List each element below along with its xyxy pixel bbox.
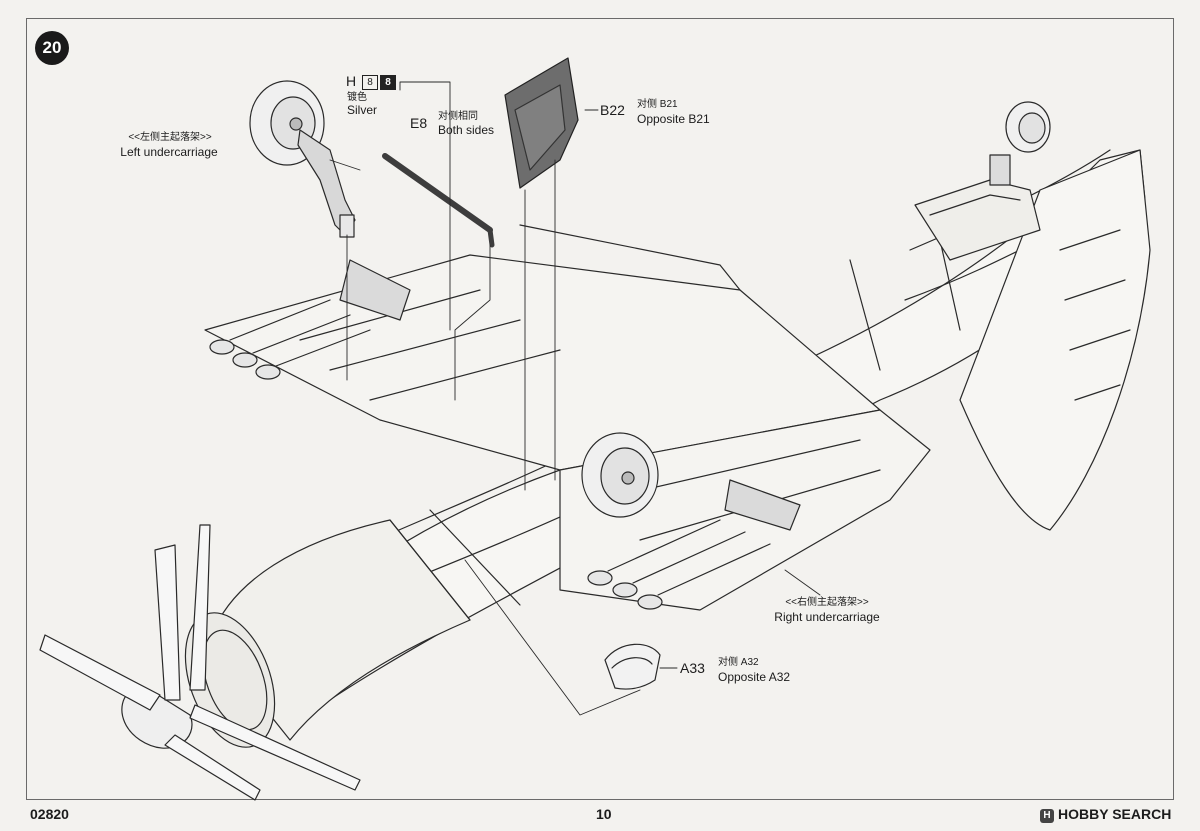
right-undercarriage-cn-label: <<右侧主起落架>> [785,597,869,608]
part-b22-en-label: Opposite B21 [637,112,710,126]
e8-strut-part [382,153,495,248]
b22-door-part [504,57,579,189]
brand-watermark: H HOBBY SEARCH [1040,806,1171,823]
part-h-cn-label: 镀色 [347,92,367,103]
cockpit [914,154,1041,261]
part-b22-code: B22 [600,102,625,118]
step-number-badge: 20 [35,31,69,65]
part-e8-code: E8 [410,115,428,131]
part-a33-cn-label: 对侧 A32 [718,657,759,668]
leader-lines [329,81,821,716]
right-undercarriage-label: Right undercarriage [774,610,880,624]
left-undercarriage-label: Left undercarriage [120,145,218,159]
rockets-left [209,259,411,380]
brand-name: HOBBY SEARCH [1058,806,1172,822]
left-undercarriage-part [249,80,356,238]
page-frame [26,18,1174,800]
right-undercarriage-part [581,432,659,518]
part-e8-cn-label: 对侧相同 [438,111,478,122]
hobby-search-logo-icon: H [1040,809,1054,823]
part-h-code: H [346,73,357,89]
a33-cover-part [604,643,661,690]
tail-fin [959,149,1151,531]
paint-code-box: 8 [362,75,379,90]
product-code: 02820 [30,806,69,822]
part-h-en-label: Silver [347,103,378,117]
rockets-right [587,479,801,610]
part-e8-en-label: Both sides [438,123,495,137]
part-b22-cn-label: 对侧 B21 [637,99,678,110]
left-undercarriage-cn-label: <<左侧主起落架>> [128,132,212,143]
part-a33-en-label: Opposite A32 [718,670,791,684]
propeller [39,524,361,801]
part-a33-code: A33 [680,660,705,676]
tail-wheel-part [1005,101,1051,153]
paint-code-box-dark: 8 [380,75,397,90]
page-number: 10 [596,806,612,822]
